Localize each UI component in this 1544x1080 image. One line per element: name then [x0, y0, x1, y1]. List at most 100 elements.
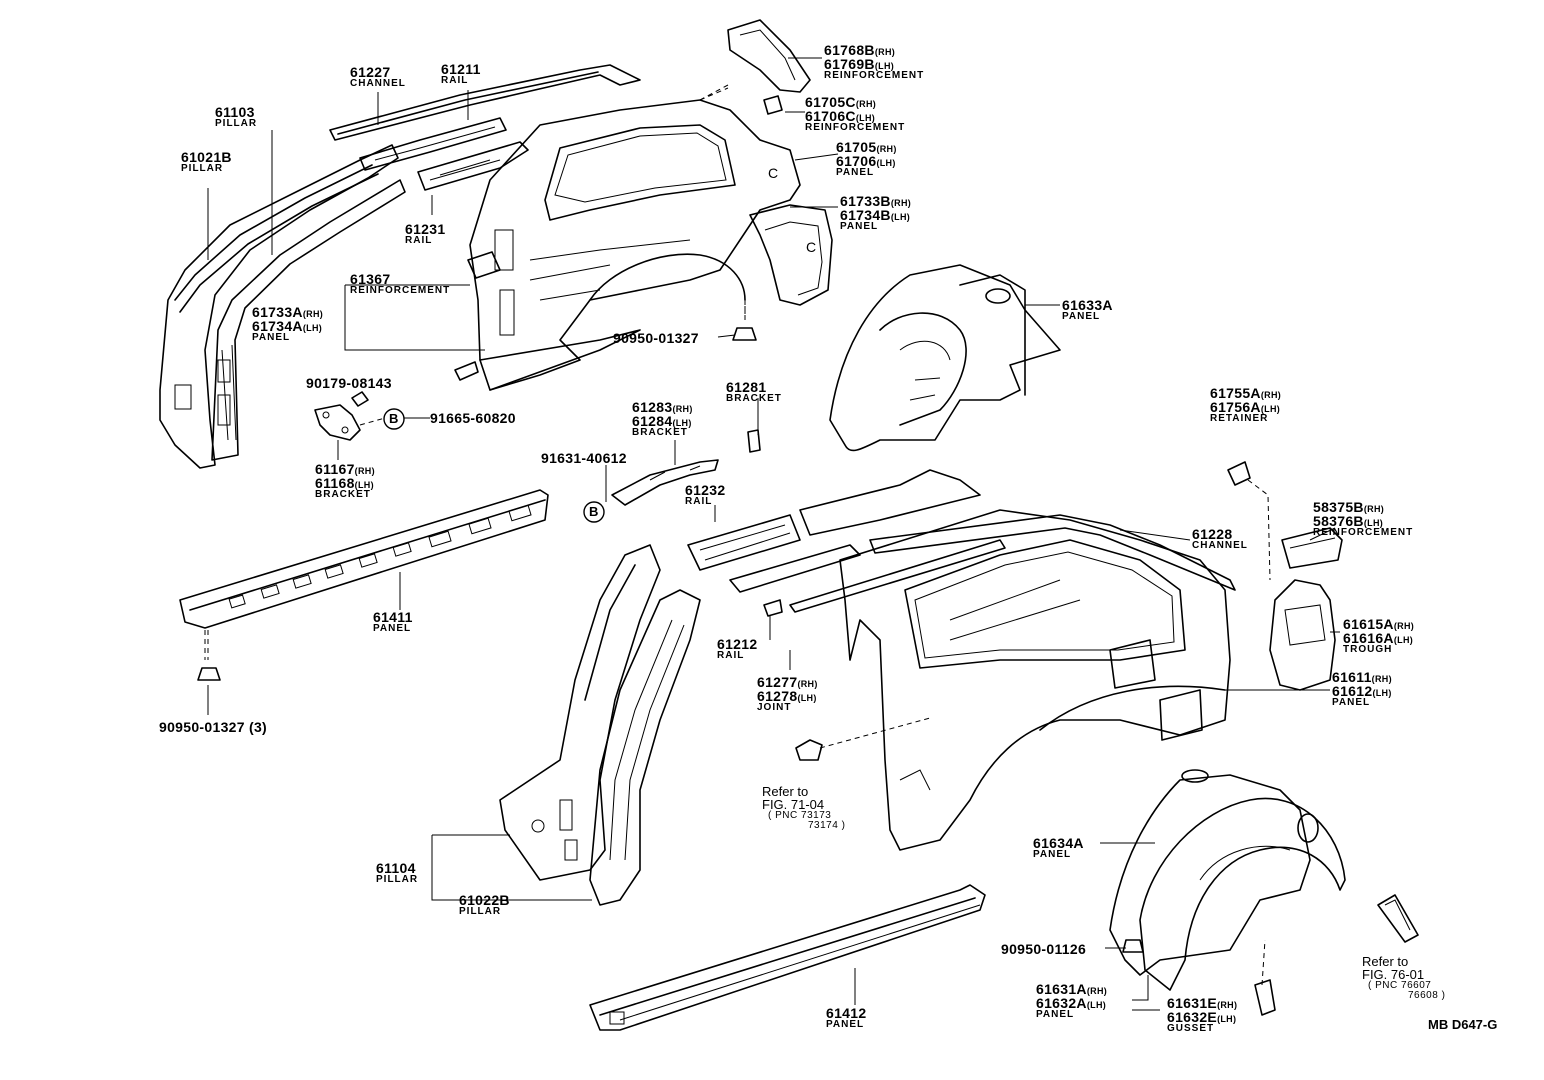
- part-name: JOINT: [757, 702, 792, 713]
- bracket-61167-assembly: [314, 391, 386, 460]
- svg-text:C: C: [806, 239, 816, 255]
- channel-61228: [869, 514, 1236, 591]
- nut-90950-01126: [1122, 939, 1144, 953]
- part-number: 61705C: [805, 94, 856, 110]
- part-label-61211[interactable]: 61211 RAIL: [441, 62, 481, 86]
- part-number: 61755A: [1210, 385, 1261, 401]
- part-name: BRACKET: [726, 393, 782, 404]
- part-label-90179-08143[interactable]: 90179-08143: [306, 376, 392, 390]
- side-suffix: (RH): [1371, 674, 1392, 684]
- part-label-61705[interactable]: 61705(RH) 61706(LH) PANEL: [836, 140, 897, 178]
- reinforcement-61768B: [699, 19, 811, 101]
- part-name: CHANNEL: [1192, 540, 1248, 551]
- part-label-61103[interactable]: 61103 PILLAR: [215, 105, 257, 129]
- part-name: RAIL: [405, 235, 433, 246]
- part-number: 61633A: [1062, 297, 1113, 313]
- part-number: 61768B: [824, 42, 875, 58]
- part-number: 61277: [757, 674, 798, 690]
- part-label-61768B[interactable]: 61768B(RH) 61769B(LH) REINFORCEMENT: [824, 43, 924, 81]
- reference-note-fig-71-04[interactable]: Refer to FIG. 71-04 ( PNC 73173 73174 ): [762, 784, 846, 831]
- part-number-alt: 61284: [632, 413, 673, 429]
- part-label-61631E[interactable]: 61631E(RH) 61632E(LH) GUSSET: [1167, 996, 1237, 1034]
- part-number: 61281: [726, 379, 767, 395]
- part-label-61281[interactable]: 61281 BRACKET: [726, 380, 782, 404]
- part-label-61104[interactable]: 61104 PILLAR: [376, 861, 418, 885]
- pnc-number: 73173: [801, 810, 832, 821]
- part-label-61733B[interactable]: 61733B(RH) 61734B(LH) PANEL: [840, 194, 911, 232]
- part-label-61212[interactable]: 61212 RAIL: [717, 637, 757, 661]
- part-ref-fig-71-04: [795, 717, 931, 761]
- part-name: REINFORCEMENT: [1313, 527, 1414, 538]
- side-suffix: (LH): [1086, 1000, 1107, 1010]
- reinforcement-61705C: [763, 95, 783, 115]
- part-number: 61631E: [1167, 995, 1218, 1011]
- part-number: 90950-01327: [613, 330, 699, 346]
- part-label-61633A[interactable]: 61633A PANEL: [1062, 298, 1113, 322]
- part-name: REINFORCEMENT: [824, 70, 925, 81]
- part-label-61021B[interactable]: 61021B PILLAR: [181, 150, 232, 174]
- part-label-61022B[interactable]: 61022B PILLAR: [459, 893, 510, 917]
- part-label-91631-40612[interactable]: 91631-40612: [541, 451, 627, 465]
- part-label-61167[interactable]: 61167(RH) 61168(LH) BRACKET: [315, 462, 375, 500]
- part-number: 61412: [826, 1005, 867, 1021]
- part-number: 61228: [1192, 526, 1233, 542]
- part-number: 61167: [315, 461, 355, 477]
- rails-61232-61212: [687, 469, 1006, 617]
- reference-line: Refer to: [1362, 954, 1409, 969]
- side-suffix: (LH): [1393, 635, 1414, 645]
- part-label-58375B[interactable]: 58375B(RH) 58376B(LH) REINFORCEMENT: [1313, 500, 1413, 538]
- reference-figure: FIG. 71-04: [762, 797, 825, 812]
- part-name: PANEL: [1036, 1009, 1075, 1020]
- side-suffix: (RH): [1260, 390, 1282, 400]
- pnc-number: 73174: [808, 820, 839, 831]
- part-label-61631A[interactable]: 61631A(RH) 61632A(LH) PANEL: [1036, 982, 1107, 1020]
- part-number-alt: 58376B: [1313, 513, 1364, 529]
- part-label-90950-01327-3[interactable]: 90950-01327 (3): [159, 720, 267, 734]
- part-label-91665-60820[interactable]: 91665-60820: [430, 411, 516, 425]
- part-number: 61705: [836, 139, 877, 155]
- part-label-61277[interactable]: 61277(RH) 61278(LH) JOINT: [757, 675, 818, 713]
- part-label-61611[interactable]: 61611(RH) 61612(LH) PANEL: [1332, 670, 1392, 708]
- quarter-panel-61611: [839, 509, 1231, 851]
- rocker-panel-61412: [589, 884, 986, 1031]
- part-number: 61022B: [459, 892, 510, 908]
- part-label-90950-01126[interactable]: 90950-01126: [1001, 942, 1086, 956]
- part-name: BRACKET: [632, 427, 688, 438]
- part-label-61412[interactable]: 61412 PANEL: [826, 1006, 866, 1030]
- reference-figure: FIG. 76-01: [1362, 967, 1425, 982]
- part-label-61227[interactable]: 61227 CHANNEL: [350, 65, 406, 89]
- side-suffix: (LH): [890, 212, 911, 222]
- part-label-61755A[interactable]: 61755A(RH) 61756A(LH) RETAINER: [1210, 386, 1281, 424]
- part-label-61705C[interactable]: 61705C(RH) 61706C(LH) REINFORCEMENT: [805, 95, 905, 133]
- pnc-label: PNC: [775, 810, 798, 821]
- part-label-61733A[interactable]: 61733A(RH) 61734A(LH) PANEL: [252, 305, 323, 343]
- side-suffix: (LH): [672, 418, 692, 428]
- part-number: 61232: [685, 482, 726, 498]
- part-label-90950-01327[interactable]: 90950-01327: [613, 331, 699, 345]
- side-suffix: (RH): [1393, 621, 1415, 631]
- part-number: 61631A: [1036, 981, 1087, 997]
- part-name: PANEL: [373, 623, 412, 634]
- pnc-label: PNC: [1375, 980, 1398, 991]
- part-label-61615A[interactable]: 61615A(RH) 61616A(LH) TROUGH: [1343, 617, 1414, 655]
- part-number: 61227: [350, 64, 391, 80]
- part-label-61634A[interactable]: 61634A PANEL: [1033, 836, 1084, 860]
- front-pillar-assembly-upper: [159, 144, 406, 469]
- part-label-61232[interactable]: 61232 RAIL: [685, 483, 725, 507]
- part-label-61367[interactable]: 61367 REINFORCEMENT: [350, 272, 450, 296]
- part-name: PANEL: [836, 167, 875, 178]
- part-name: PILLAR: [215, 118, 258, 129]
- roof-channel-and-rail: [329, 64, 641, 171]
- part-label-61231[interactable]: 61231 RAIL: [405, 222, 445, 246]
- diagram-code: MB D647-G: [1428, 1017, 1498, 1032]
- part-number: 91631-40612: [541, 450, 627, 466]
- reference-note-fig-76-01[interactable]: Refer to FIG. 76-01 ( PNC 76607 76608 ): [1362, 954, 1446, 1001]
- part-name: REINFORCEMENT: [350, 285, 451, 296]
- part-number: 91665-60820: [430, 410, 516, 426]
- part-number-alt: 61734B: [840, 207, 891, 223]
- side-suffix: (LH): [302, 323, 323, 333]
- part-label-61228[interactable]: 61228 CHANNEL: [1192, 527, 1248, 551]
- part-label-61411[interactable]: 61411 PANEL: [373, 610, 413, 634]
- part-label-61283[interactable]: 61283(RH) 61284(LH) BRACKET: [632, 400, 693, 438]
